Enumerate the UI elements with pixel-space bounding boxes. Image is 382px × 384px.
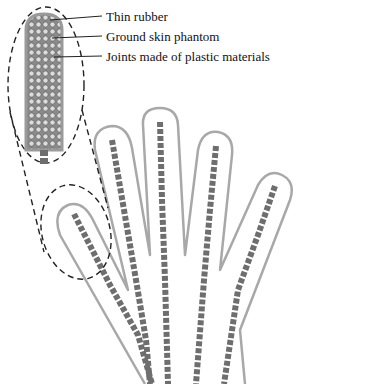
leader-lines [50, 16, 102, 57]
hand-outline [57, 108, 291, 384]
part-label: Joints made of plastic materials [105, 50, 271, 63]
fingertip-detail [26, 14, 62, 164]
part-label: Thin rubber [105, 10, 169, 23]
part-label: Ground skin phantom [105, 30, 220, 43]
joint-chains [74, 122, 275, 384]
